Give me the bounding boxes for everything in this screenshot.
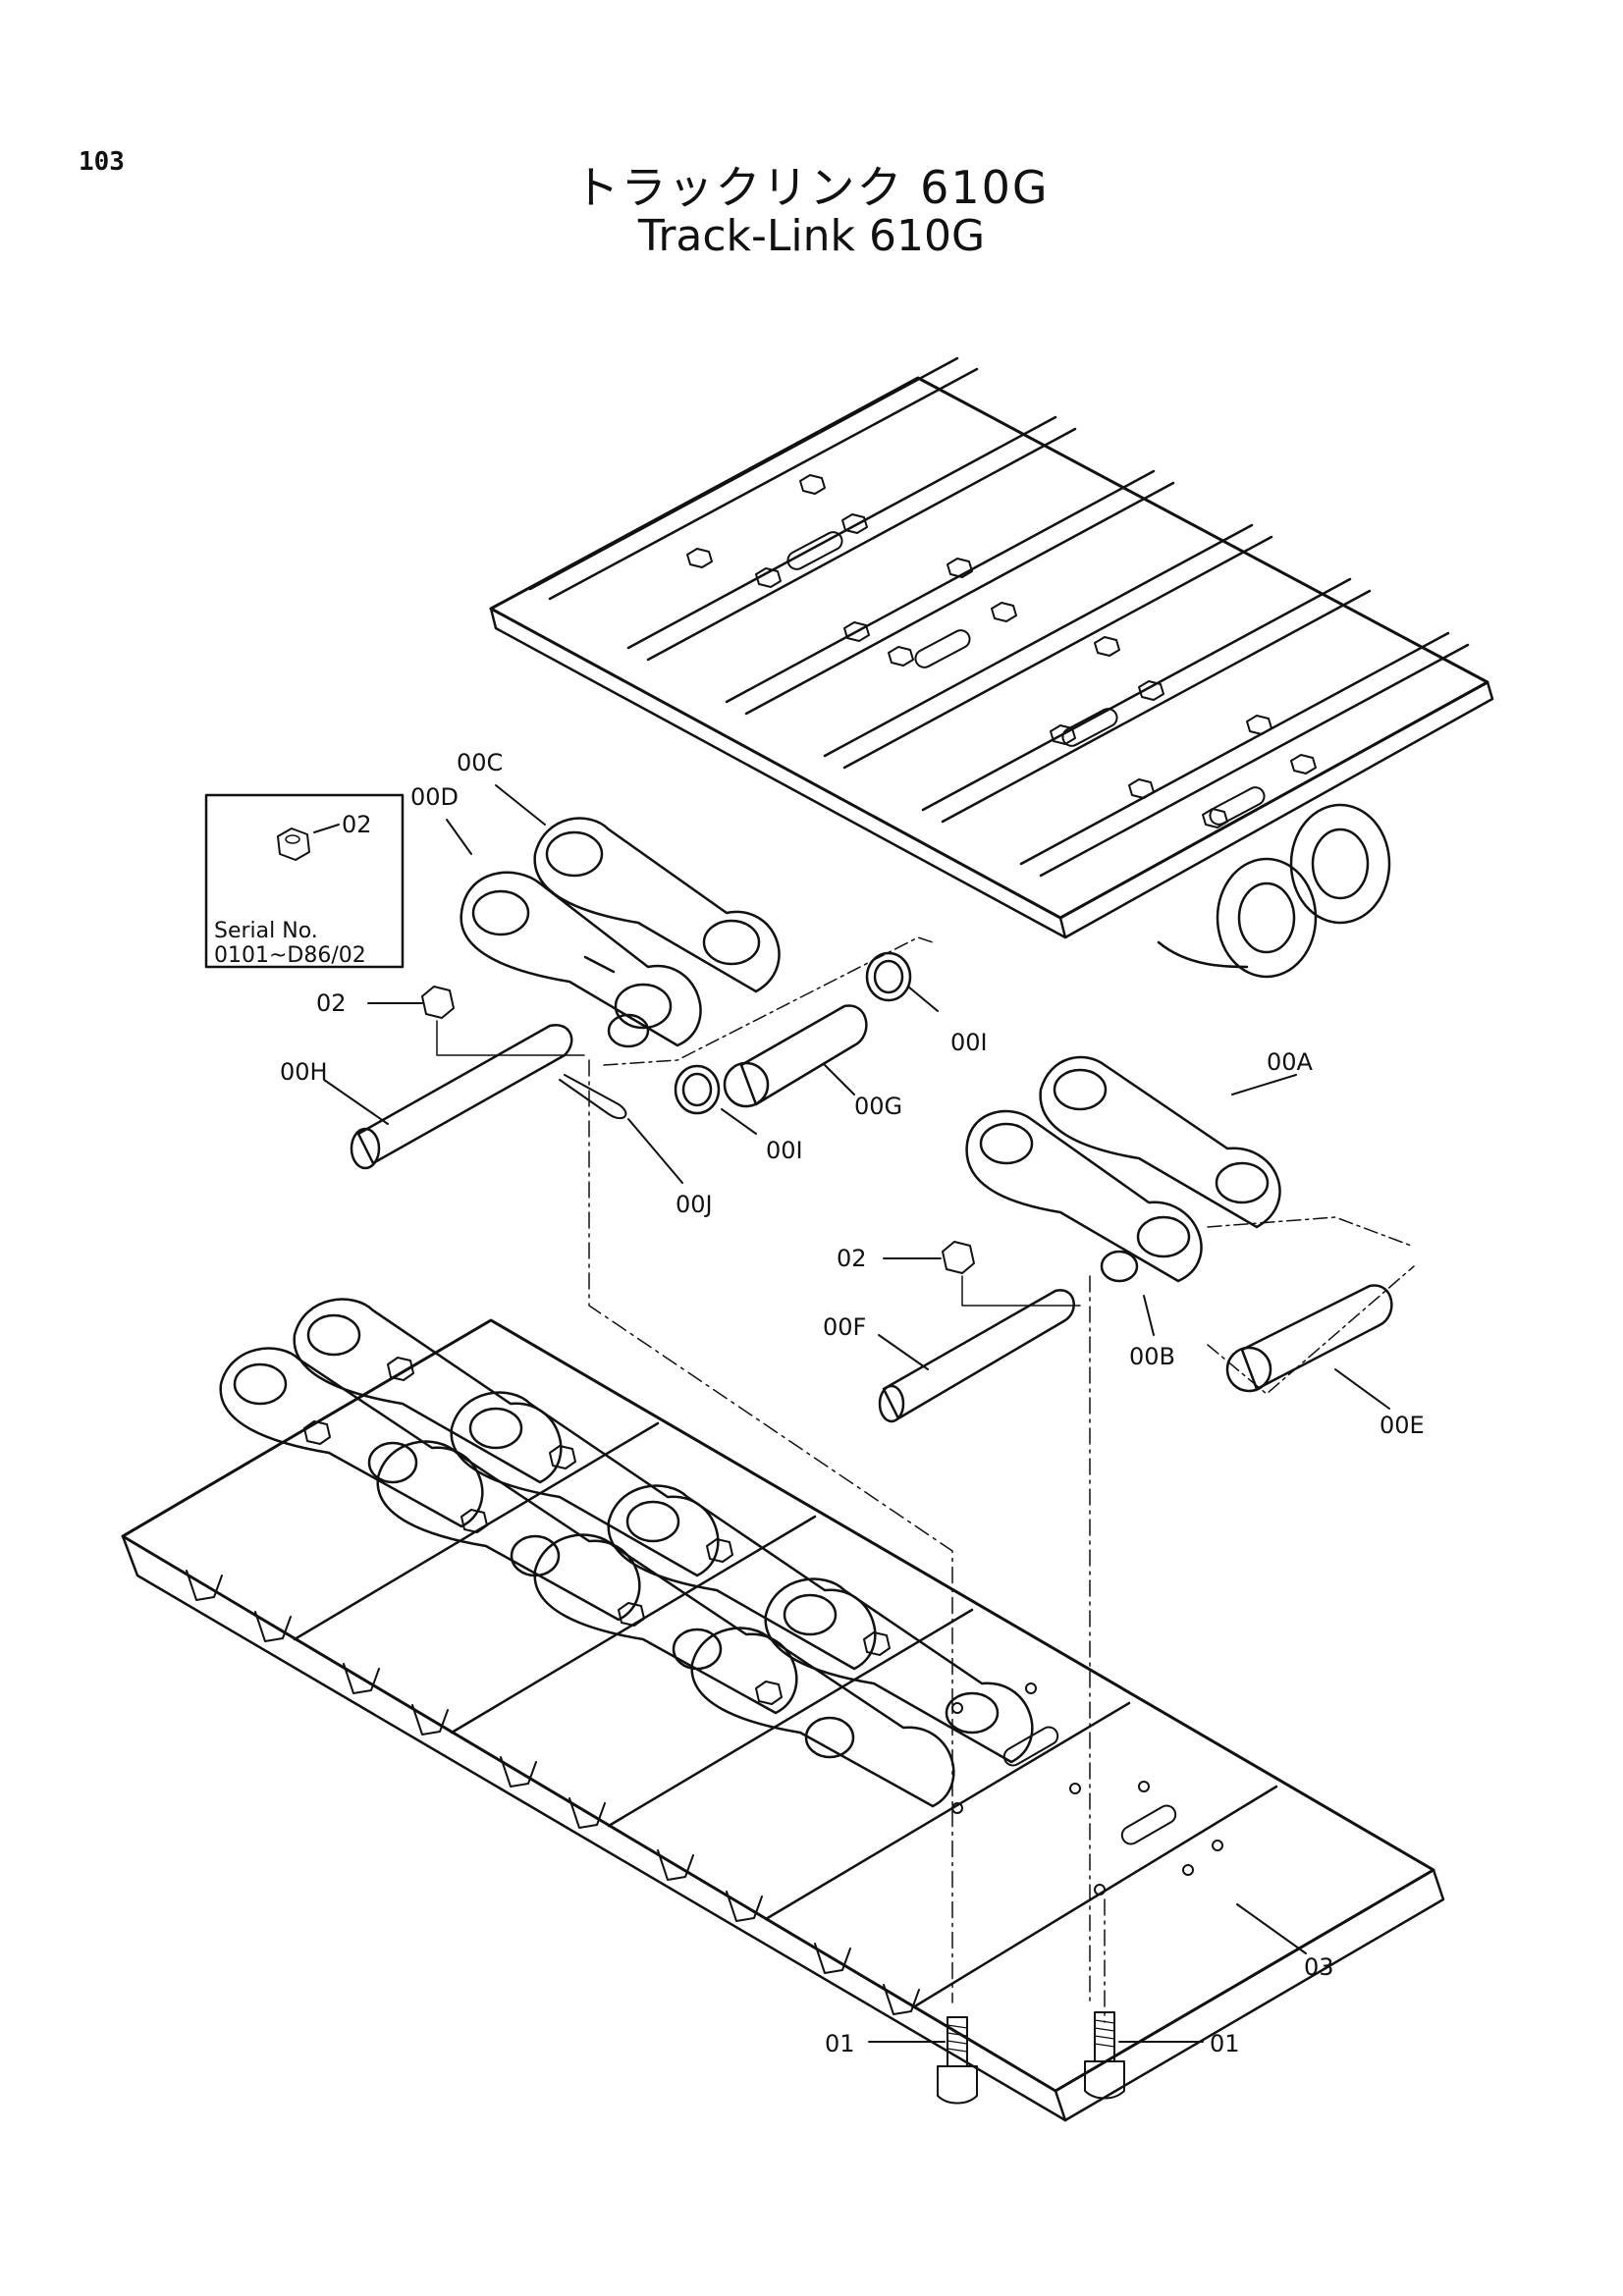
leader-00C: [495, 784, 546, 826]
callout-00G: 00G: [854, 1093, 902, 1120]
bushing-group-00G: [603, 936, 939, 1135]
bolt-01-left: [868, 2016, 978, 2105]
pin-00H: [323, 1023, 573, 1170]
callout-00E: 00E: [1380, 1412, 1425, 1439]
page-title-japanese: トラックリンク 610G: [573, 161, 1050, 214]
upper-link-pair: [460, 817, 781, 1048]
cotter-pin-00J: [559, 1074, 683, 1184]
inset-serial-range: 0101~D86/02: [214, 943, 366, 968]
callout-02-right: 02: [837, 1245, 867, 1272]
bushing-00E: [1207, 1265, 1415, 1410]
callout-labels: 00C 00D 02 00H 00I 00G 00I 00J 00A 02 00…: [280, 749, 1425, 2057]
nut-02-left: [367, 986, 585, 1056]
callout-00A: 00A: [1267, 1048, 1314, 1076]
callout-02-left: 02: [316, 989, 347, 1017]
callout-00C: 00C: [457, 749, 503, 776]
pin-00F: [878, 1289, 1075, 1423]
callout-01-left: 01: [825, 2030, 855, 2057]
leader-00D: [446, 819, 472, 855]
leader-03: [1236, 1903, 1307, 1954]
lower-track-assembly: [121, 1298, 1445, 2122]
callout-00I-bottom: 00I: [766, 1137, 803, 1164]
page-title-english: Track-Link 610G: [637, 211, 986, 261]
callout-00F: 00F: [823, 1313, 866, 1341]
right-link-pair: [965, 1055, 1415, 1336]
callout-00J: 00J: [676, 1191, 713, 1218]
serial-inset-box: 02 Serial No. 0101~D86/02: [204, 793, 405, 969]
callout-01-right: 01: [1210, 2030, 1240, 2057]
callout-00I-top: 00I: [950, 1029, 988, 1056]
inset-serial-label: Serial No.: [214, 919, 318, 943]
alignment-lines: [588, 1059, 1106, 2023]
upper-shoe-assembly: [489, 356, 1494, 979]
nut-02-right: [883, 1241, 1081, 1307]
callout-03: 03: [1304, 1953, 1334, 1981]
callout-00B: 00B: [1129, 1343, 1175, 1370]
callout-00D: 00D: [410, 783, 459, 811]
page-number: 103: [79, 147, 125, 177]
inset-part-label: 02: [342, 811, 372, 838]
callout-00H: 00H: [280, 1058, 328, 1086]
bolt-01-right: [1084, 2011, 1204, 2100]
